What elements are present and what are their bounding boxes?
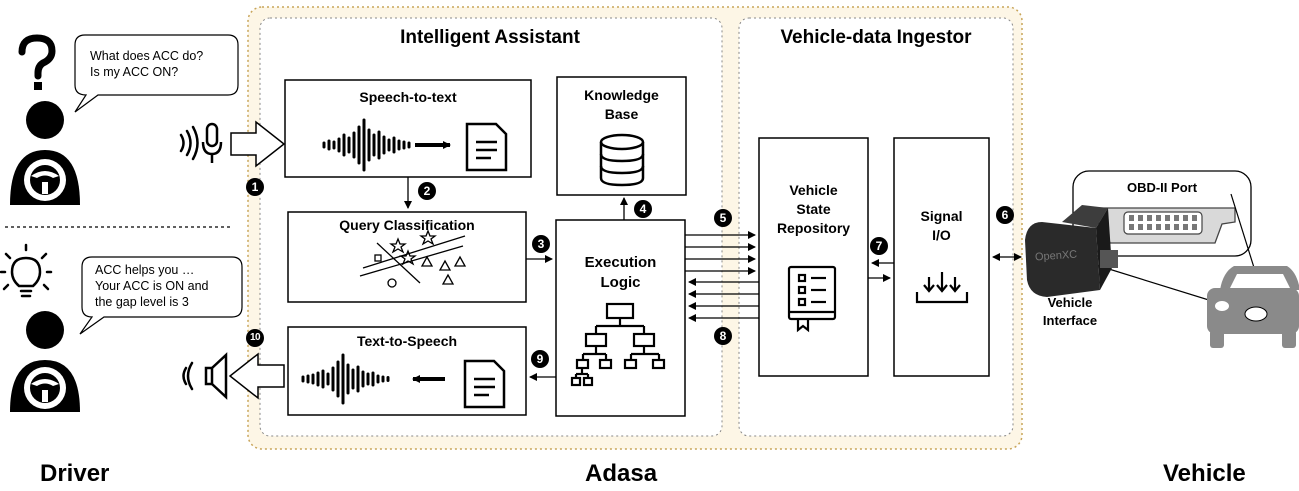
query-classification-box bbox=[287, 211, 527, 303]
repository-label-2: State bbox=[796, 201, 831, 217]
obd-pin bbox=[1183, 224, 1188, 230]
waveform-icon bbox=[322, 118, 411, 172]
step-marker-10: 10 bbox=[246, 329, 264, 347]
assistant-title: Intelligent Assistant bbox=[400, 27, 580, 48]
signal-io-box bbox=[893, 137, 990, 377]
adasa-label: Adasa bbox=[585, 460, 658, 487]
step-marker-8: 8 bbox=[714, 327, 732, 345]
answer-line-1: ACC helps you … bbox=[95, 263, 195, 277]
speaker-icon bbox=[182, 352, 228, 400]
obd-port-icon bbox=[1089, 207, 1236, 244]
text-to-speech-box bbox=[287, 326, 527, 416]
question-bubble bbox=[74, 34, 239, 113]
step-marker-7: 7 bbox=[870, 237, 888, 255]
question-line-2: Is my ACC ON? bbox=[90, 65, 179, 79]
shapes-scatter-icon bbox=[359, 229, 467, 288]
obd-pin bbox=[1138, 215, 1143, 221]
knowledge-base-label-1: Knowledge bbox=[584, 87, 659, 103]
execution-logic-label-1: Execution bbox=[584, 254, 657, 271]
dongle-icon bbox=[1025, 205, 1118, 297]
obd-pin bbox=[1156, 224, 1161, 230]
question-line-1: What does ACC do? bbox=[90, 49, 204, 63]
obd-pin bbox=[1147, 224, 1152, 230]
document-icon bbox=[465, 122, 508, 172]
driver-icon bbox=[10, 311, 80, 412]
repository-label-3: Repository bbox=[776, 220, 851, 236]
repository-label-1: Vehicle bbox=[789, 182, 838, 198]
obd-pin bbox=[1165, 215, 1170, 221]
step-marker-3: 3 bbox=[532, 235, 550, 253]
ingestor-title: Vehicle-data Ingestor bbox=[780, 27, 972, 48]
driver-label: Driver bbox=[40, 460, 110, 487]
vehicle-label: Vehicle bbox=[1163, 460, 1246, 487]
repository-book-icon bbox=[787, 265, 837, 333]
obd-pin bbox=[1174, 224, 1179, 230]
execution-logic-label-2: Logic bbox=[600, 274, 641, 291]
obd-port-label: OBD-II Port bbox=[1126, 180, 1198, 195]
signal-io-label-1: Signal bbox=[920, 208, 963, 224]
lightbulb-icon bbox=[0, 243, 53, 298]
text-to-speech-label: Text-to-Speech bbox=[356, 333, 458, 349]
step-marker-5: 5 bbox=[714, 209, 732, 227]
step-marker-2: 2 bbox=[418, 182, 436, 200]
obd-pin bbox=[1138, 224, 1143, 230]
obd-pin bbox=[1147, 215, 1152, 221]
obd-pin bbox=[1129, 215, 1134, 221]
obd-pin bbox=[1192, 224, 1197, 230]
output-arrow bbox=[228, 352, 285, 400]
arrows-repository-to-exec bbox=[688, 278, 759, 322]
input-arrow bbox=[230, 120, 286, 168]
signal-io-label-2: I/O bbox=[932, 227, 951, 243]
document-icon bbox=[463, 359, 506, 409]
knowledge-base-label-2: Base bbox=[604, 106, 639, 122]
speech-to-text-label: Speech-to-text bbox=[359, 89, 457, 105]
obd-pin bbox=[1129, 224, 1134, 230]
step-marker-4: 4 bbox=[634, 200, 652, 218]
step-marker-9: 9 bbox=[531, 350, 549, 368]
flowchart-icon bbox=[570, 302, 666, 387]
question-icon bbox=[18, 34, 56, 90]
driver-icon bbox=[10, 101, 80, 205]
step-marker-6: 6 bbox=[996, 206, 1014, 224]
vehicle-state-repository-box bbox=[758, 137, 869, 377]
vehicle-interface-label-2: Interface bbox=[1042, 313, 1098, 328]
query-classification-label: Query Classification bbox=[339, 217, 475, 233]
obd-pin bbox=[1156, 215, 1161, 221]
obd-pin bbox=[1165, 224, 1170, 230]
obd-pin bbox=[1183, 215, 1188, 221]
database-icon bbox=[599, 133, 645, 187]
vehicle-interface-label-1: Vehicle bbox=[1047, 295, 1093, 310]
waveform-icon bbox=[301, 353, 390, 405]
arrows-exec-to-repository bbox=[685, 231, 756, 275]
car-icon bbox=[1207, 266, 1299, 348]
sound-waves-icon bbox=[179, 125, 199, 161]
obd-pin bbox=[1192, 215, 1197, 221]
answer-line-2: Your ACC is ON and bbox=[95, 279, 209, 293]
obd-pin bbox=[1174, 215, 1179, 221]
step-marker-1: 1 bbox=[246, 178, 264, 196]
signal-io-icon bbox=[915, 272, 969, 304]
answer-bubble bbox=[79, 256, 243, 335]
microphone-icon bbox=[201, 122, 223, 163]
answer-line-3: the gap level is 3 bbox=[95, 295, 189, 309]
